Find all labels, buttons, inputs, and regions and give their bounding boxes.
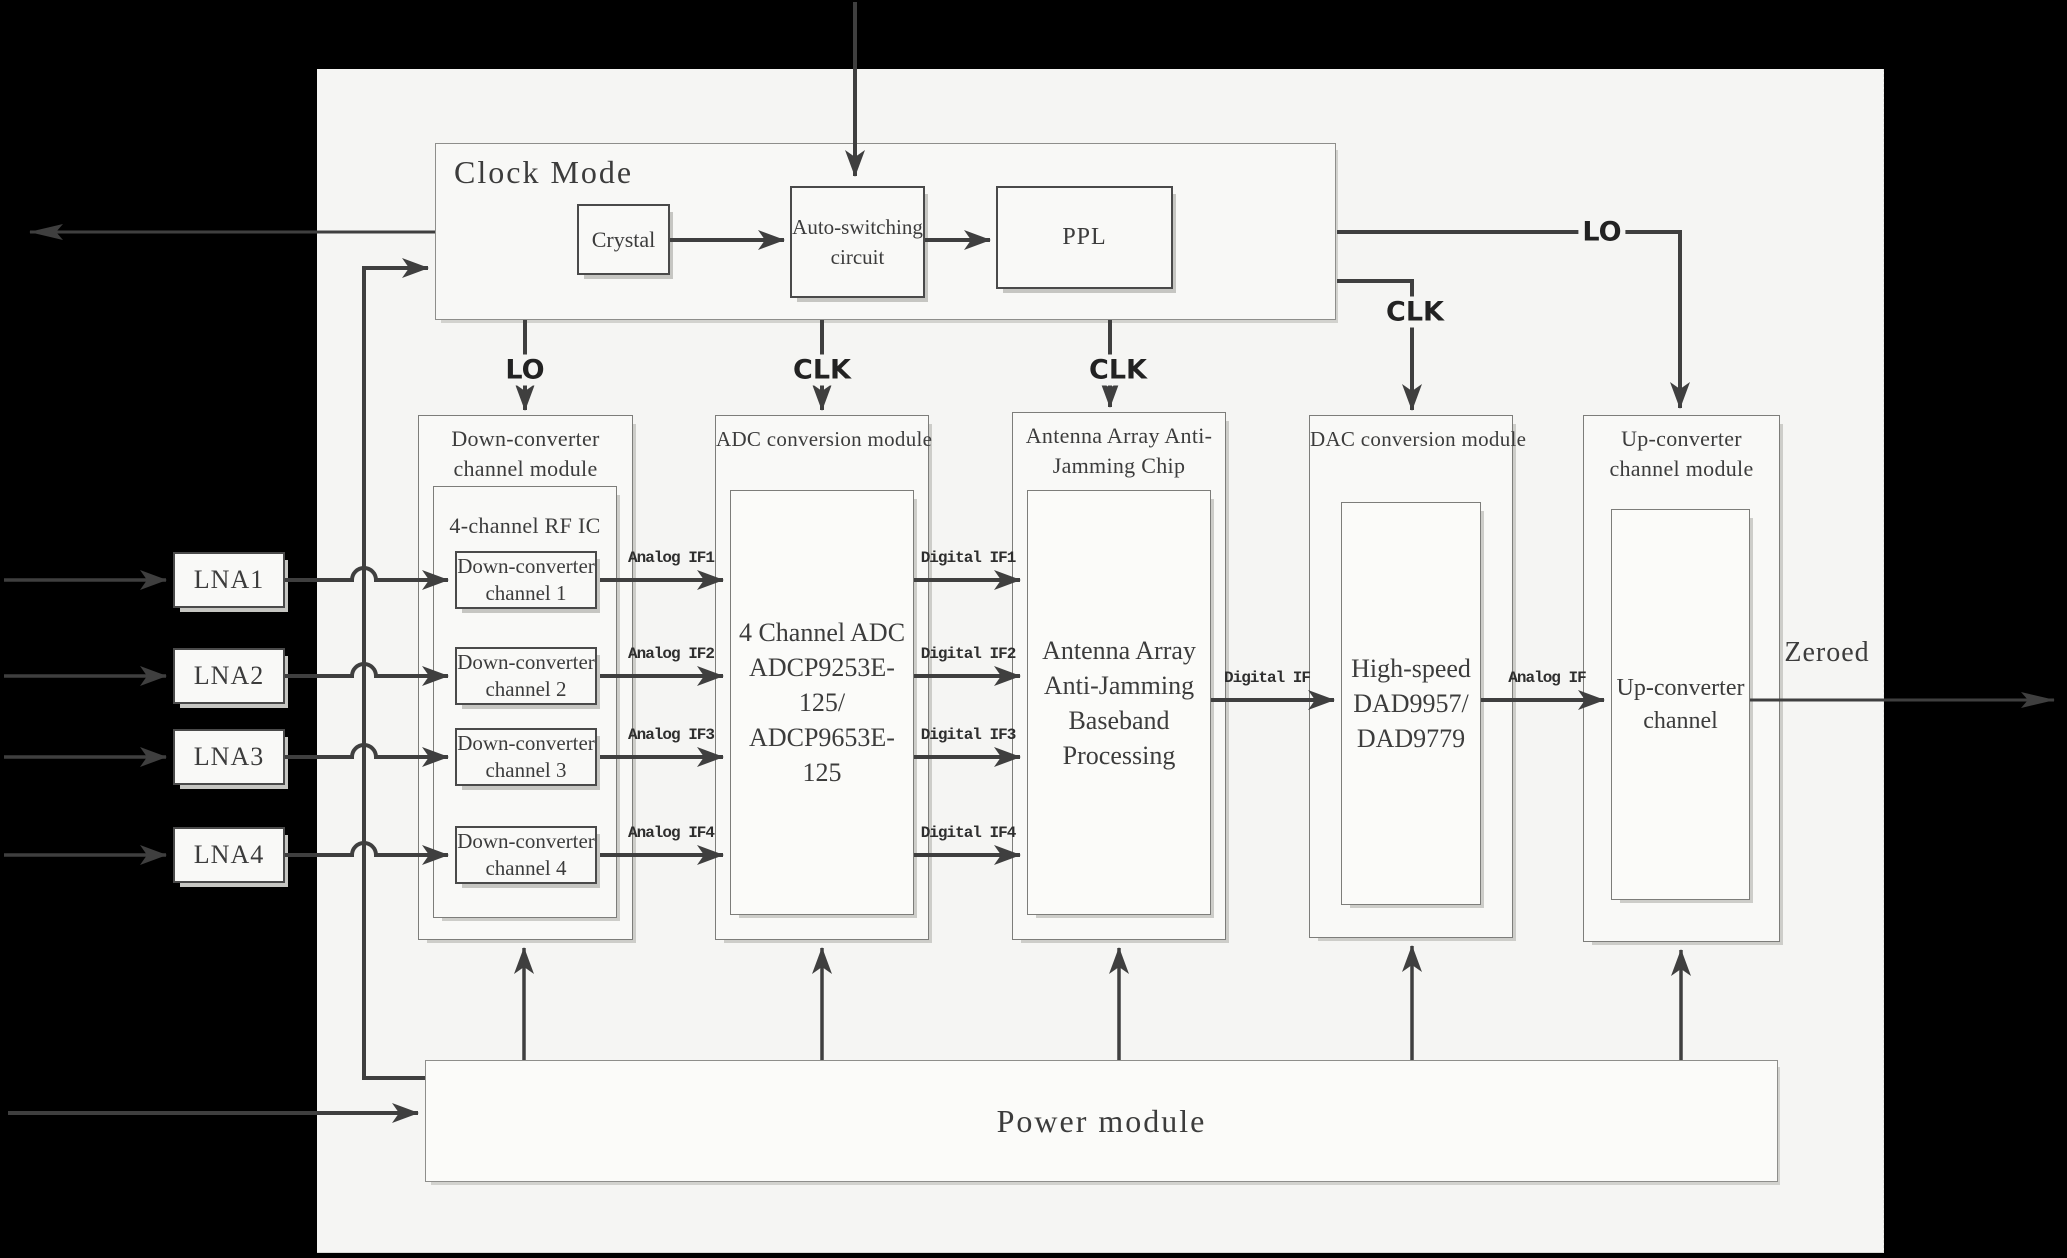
analog-if3-label: Analog IF3 [627,726,715,744]
auto-switching-label: Auto-switching circuit [792,215,923,269]
rf-ic-title: 4-channel RF IC [449,513,601,538]
adc-chip-label: 4 Channel ADC ADCP9253E-125/ ADCP9653E-1… [738,618,906,787]
lna1-box: LNA1 [173,552,285,608]
crystal-box: Crystal [577,204,670,275]
down-converter-channel-2-label: Down-converter channel 2 [457,650,595,701]
clk-label-dac: CLK [1382,296,1448,328]
lna1-label: LNA1 [193,565,265,594]
dac-module-title: DAC conversion module [1310,427,1527,451]
dac-chip-label: High-speed DAD9957/ DAD9779 [1351,654,1471,753]
adc-chip-box: 4 Channel ADC ADCP9253E-125/ ADCP9653E-1… [730,490,914,915]
dac-chip-box: High-speed DAD9957/ DAD9779 [1341,502,1481,905]
digital-if2-label: Digital IF2 [920,645,1017,663]
pll-label: PPL [1062,224,1107,250]
down-converter-channel-3-box: Down-converter channel 3 [455,728,597,786]
lna4-box: LNA4 [173,827,285,883]
power-module-box: Power module [425,1060,1778,1182]
digital-if1-label: Digital IF1 [920,549,1017,567]
analog-if-main-label: Analog IF [1508,669,1586,687]
lna3-label: LNA3 [193,742,265,771]
down-converter-channel-2-box: Down-converter channel 2 [455,647,597,705]
adc-module-title: ADC conversion module [716,427,933,451]
down-converter-channel-4-box: Down-converter channel 4 [455,826,597,884]
up-converter-chip-box: Up-converter channel [1611,509,1750,900]
clk-label-antenna: CLK [1085,354,1151,386]
arrow-lna1-to-channel1 [285,566,449,590]
digital-if3-label: Digital IF3 [920,726,1017,744]
down-converter-module-title: Down-converter channel module [451,426,600,481]
digital-if4-label: Digital IF4 [920,824,1017,842]
pll-box: PPL [996,186,1173,289]
lna2-label: LNA2 [193,661,265,690]
down-converter-channel-1-box: Down-converter channel 1 [455,551,597,609]
clock-module-title: Clock Mode [454,154,634,190]
arrow-lna2-to-channel2 [285,662,449,686]
antenna-chip-box: Antenna Array Anti-Jamming Baseband Proc… [1027,490,1211,915]
auto-switching-box: Auto-switching circuit [790,186,925,298]
down-converter-channel-4-label: Down-converter channel 4 [457,829,595,880]
arrow-lna3-to-channel3 [285,743,449,767]
lna2-box: LNA2 [173,648,285,704]
antenna-module-title: Antenna Array Anti-Jamming Chip [1025,423,1213,478]
analog-if1-label: Analog IF1 [627,549,715,567]
lna3-box: LNA3 [173,729,285,785]
arrow-lna4-to-channel4 [285,841,449,865]
crystal-label: Crystal [591,226,656,252]
power-module-title: Power module [996,1102,1207,1139]
up-converter-module-title: Up-converter channel module [1609,426,1754,481]
analog-if4-label: Analog IF4 [627,824,715,842]
lo-label-downconverter: LO [501,354,549,386]
zeroed-output-label: Zeroed [1784,637,1870,668]
arrow-lo-to-upconverter [1337,230,1690,409]
digital-if-main-label: Digital IF [1223,669,1311,687]
arrow-power-to-clock-feedback [362,258,429,1080]
up-converter-chip-label: Up-converter channel [1616,674,1745,734]
analog-if2-label: Analog IF2 [627,645,715,663]
down-converter-channel-1-label: Down-converter channel 1 [457,554,595,605]
lo-label-upconverter: LO [1578,216,1626,248]
lna4-label: LNA4 [193,840,265,869]
arrow-clk-to-dac [1337,279,1422,411]
down-converter-channel-3-label: Down-converter channel 3 [457,731,595,782]
clk-label-adc: CLK [789,354,855,386]
antenna-chip-label: Antenna Array Anti-Jamming Baseband Proc… [1042,635,1196,770]
